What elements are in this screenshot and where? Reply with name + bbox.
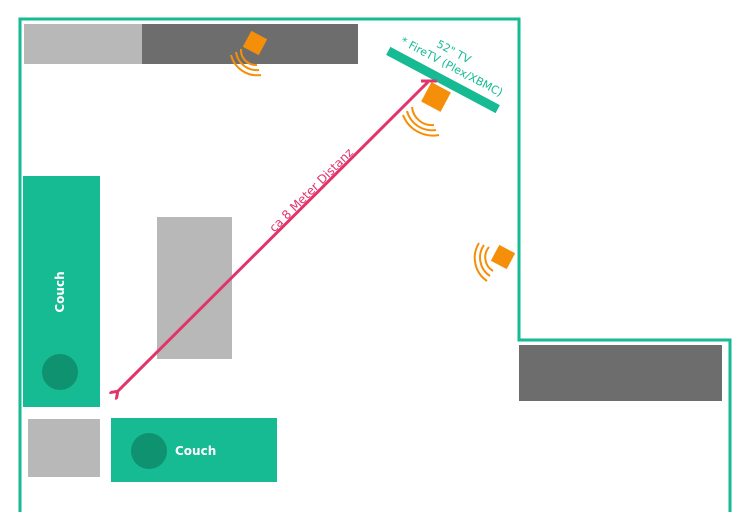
speaker-icon: [402, 82, 451, 137]
couch-left-label: Couch: [53, 271, 67, 312]
distance-arrow: [117, 79, 437, 392]
side-table: [28, 419, 100, 477]
distance-label: ca 8 Meter Distanz: [266, 145, 356, 235]
seat-circle-icon: [42, 354, 78, 390]
speaker-icon: [473, 242, 516, 282]
couch-bottom: Couch: [111, 418, 277, 482]
sideboard-dark: [519, 345, 722, 401]
top-shelf-light: [24, 24, 142, 64]
tv-bar: [386, 46, 500, 114]
seat-circle-icon: [131, 433, 167, 469]
couch-left: Couch: [23, 176, 100, 407]
speaker-icon: [230, 30, 268, 77]
couch-bottom-label: Couch: [175, 444, 216, 458]
room-outline: [18, 17, 732, 512]
